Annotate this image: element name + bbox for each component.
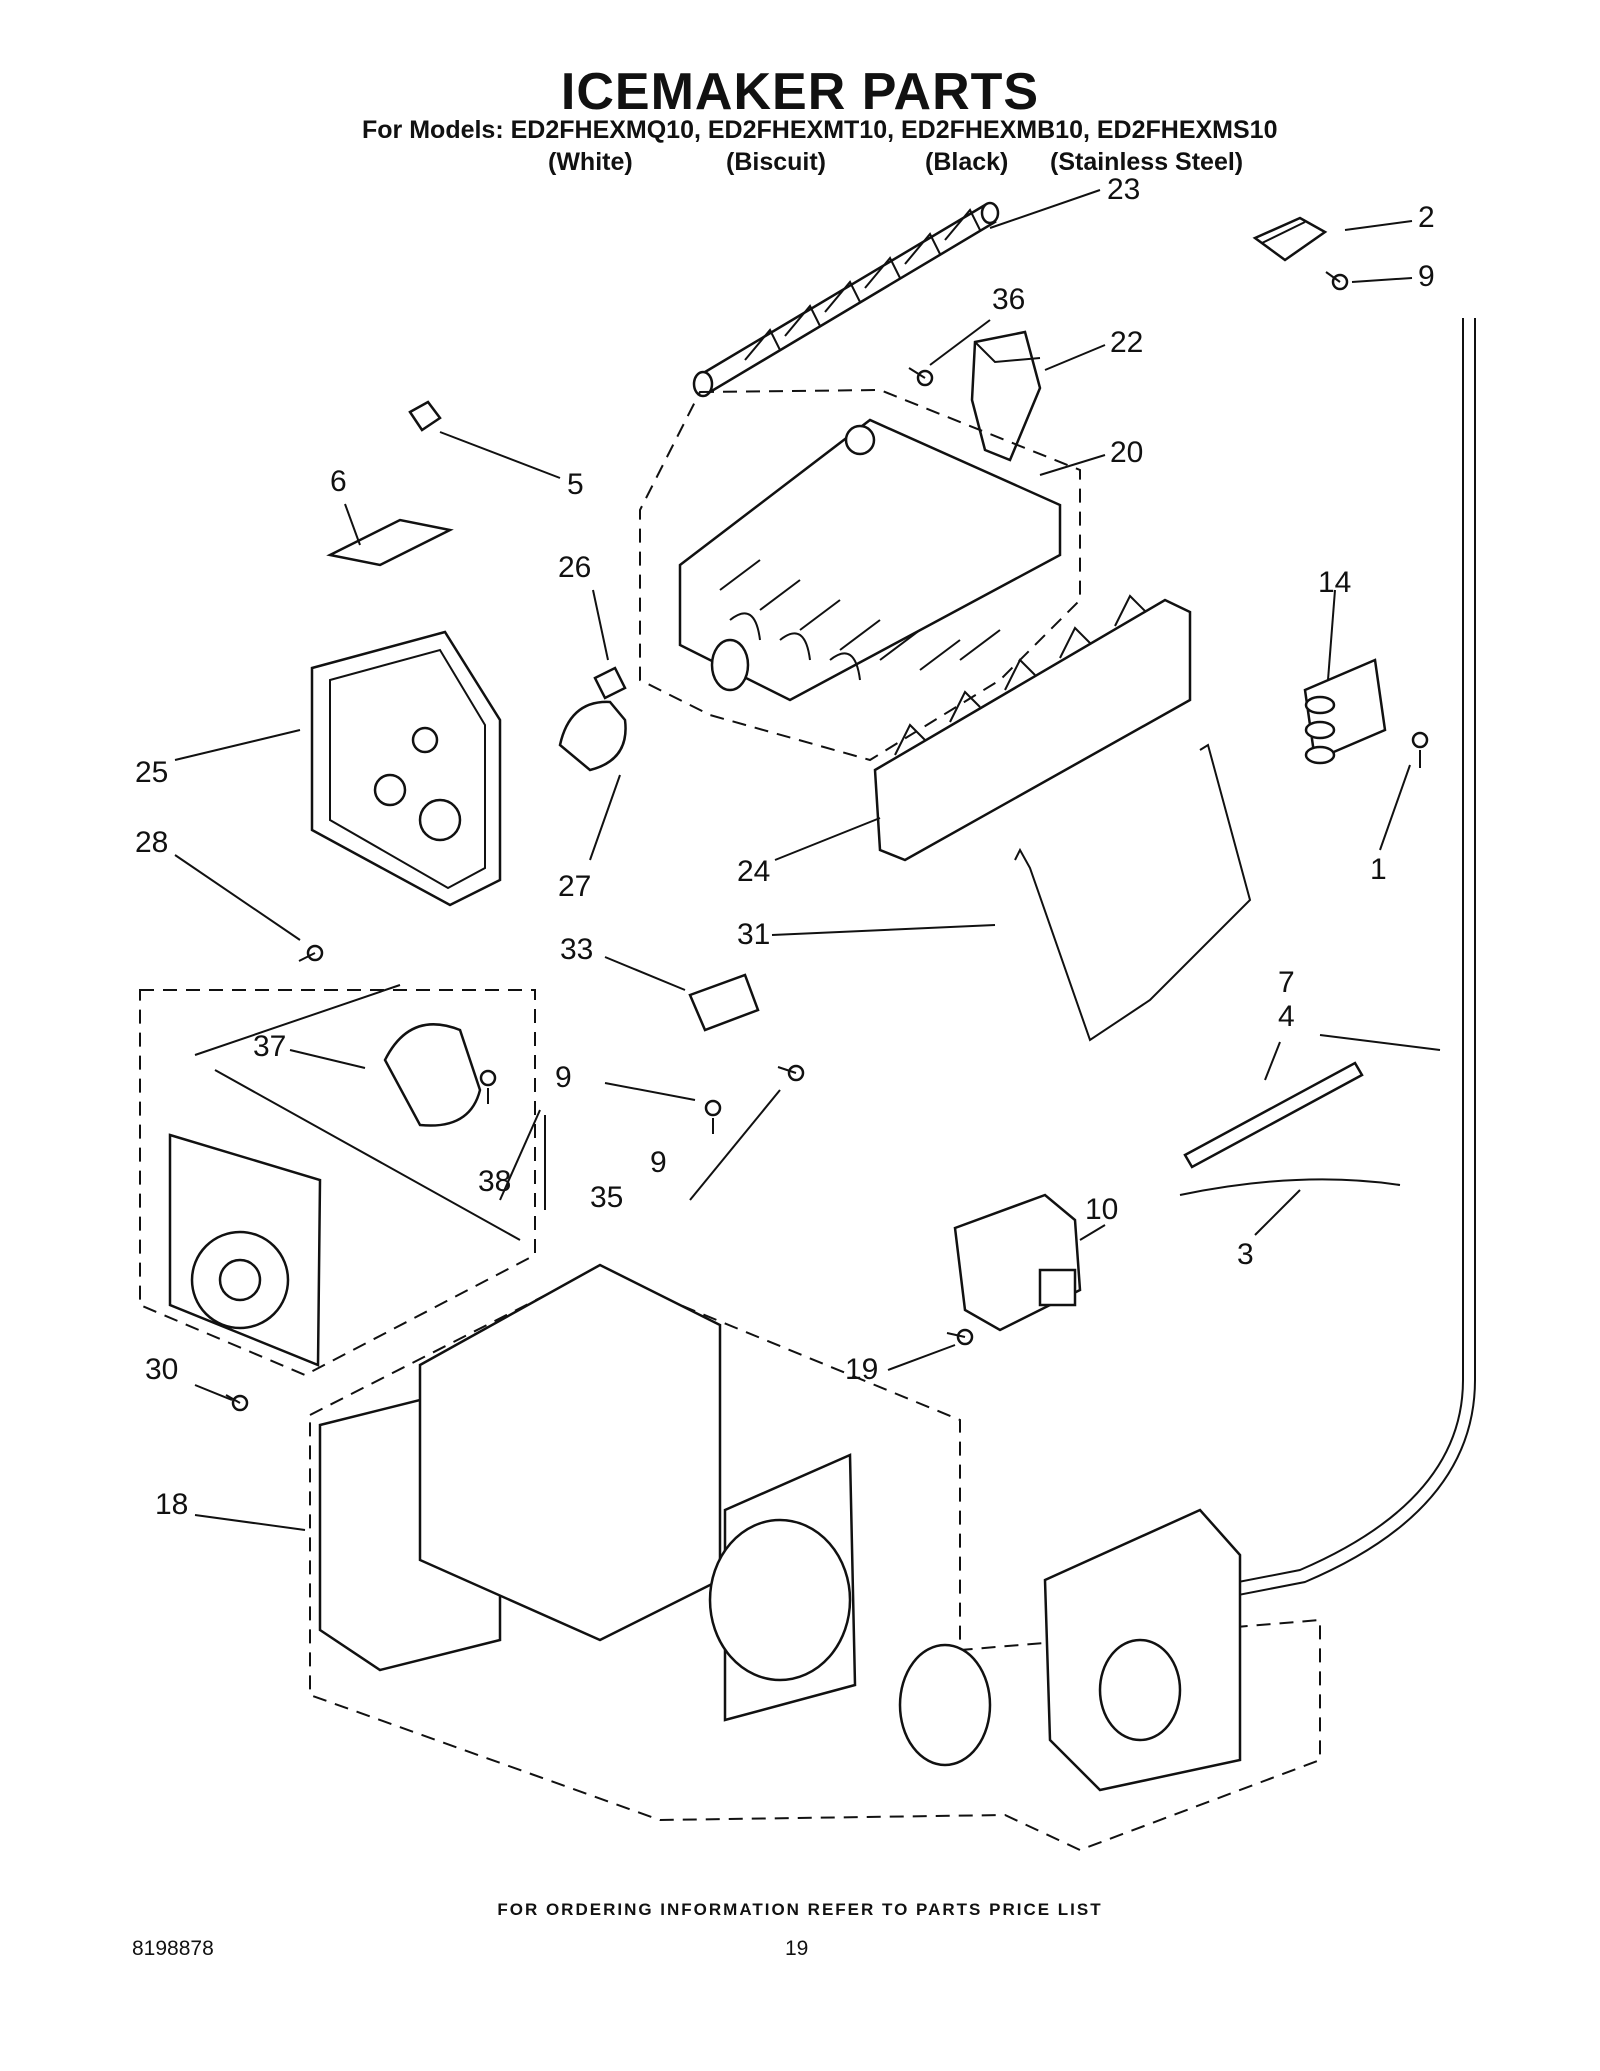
callout-30: 30	[145, 1353, 179, 1386]
callout-4: 4	[1278, 1000, 1295, 1033]
callout-7: 7	[1278, 966, 1295, 999]
callout-33: 33	[560, 933, 594, 966]
part-module-box	[139, 984, 536, 1377]
part-motor-housing	[310, 630, 502, 907]
color-stainless-steel: (Stainless Steel)	[1050, 148, 1244, 176]
callout-18: 18	[155, 1488, 189, 1521]
part-bracket	[688, 973, 760, 1032]
part-motor	[383, 1023, 482, 1127]
part-ejector	[692, 201, 1000, 398]
callout-9-shelf-screw: 9	[1418, 260, 1435, 293]
callout-14: 14	[1318, 566, 1352, 599]
callout-22: 22	[1110, 326, 1144, 359]
callout-26: 26	[558, 551, 592, 584]
color-white: (White)	[548, 148, 633, 176]
callout-37: 37	[253, 1030, 287, 1063]
callout-25: 25	[135, 756, 169, 789]
part-stripper	[873, 594, 1192, 862]
callout-2: 2	[1418, 201, 1435, 234]
part-fill-cup	[970, 330, 1042, 462]
color-biscuit: (Biscuit)	[726, 148, 826, 176]
page-title: ICEMAKER PARTS	[560, 63, 1040, 121]
models-line: For Models: ED2FHEXMQ10, ED2FHEXMT10, ED…	[362, 116, 1278, 144]
part-heater-clip	[1303, 658, 1387, 765]
callout-23: 23	[1107, 173, 1141, 206]
callout-35: 35	[590, 1181, 624, 1214]
callout-3: 3	[1237, 1238, 1254, 1271]
part-mold	[639, 388, 1081, 762]
callout-19: 19	[845, 1353, 879, 1386]
part-thermostat	[558, 700, 627, 772]
callout-1: 1	[1370, 853, 1387, 886]
part-spring-clip	[593, 666, 627, 700]
part-cover	[326, 518, 454, 567]
callout-20: 20	[1110, 436, 1144, 469]
part-shelf	[1252, 216, 1328, 262]
part-water-valve	[953, 1193, 1082, 1332]
callout-9-bracket-screw: 9	[555, 1061, 572, 1094]
leader-lines	[174, 189, 1441, 1531]
callout-6: 6	[330, 465, 347, 498]
callout-9-bracket-screw-2: 9	[650, 1146, 667, 1179]
callout-28: 28	[135, 826, 169, 859]
color-black: (Black)	[925, 148, 1009, 176]
callout-31: 31	[737, 918, 771, 951]
callout-5: 5	[567, 468, 584, 501]
part-fill-tube	[1119, 318, 1476, 1618]
part-clip	[408, 400, 442, 432]
callout-24: 24	[737, 855, 771, 888]
callout-27: 27	[558, 870, 592, 903]
callout-38: 38	[478, 1165, 512, 1198]
part-fan-assembly	[309, 1263, 1321, 1852]
page-number: 19	[785, 1937, 809, 1960]
screw-icons	[225, 271, 1429, 1412]
callout-36: 36	[992, 283, 1026, 316]
part-shutoff-arm	[1014, 743, 1252, 1042]
part-tubing	[1179, 1178, 1401, 1196]
callout-10: 10	[1085, 1193, 1119, 1226]
document-number: 8198878	[132, 1937, 214, 1960]
ordering-footer: FOR ORDERING INFORMATION REFER TO PARTS …	[497, 1900, 1103, 1919]
part-tube-fitting	[1183, 1061, 1364, 1169]
